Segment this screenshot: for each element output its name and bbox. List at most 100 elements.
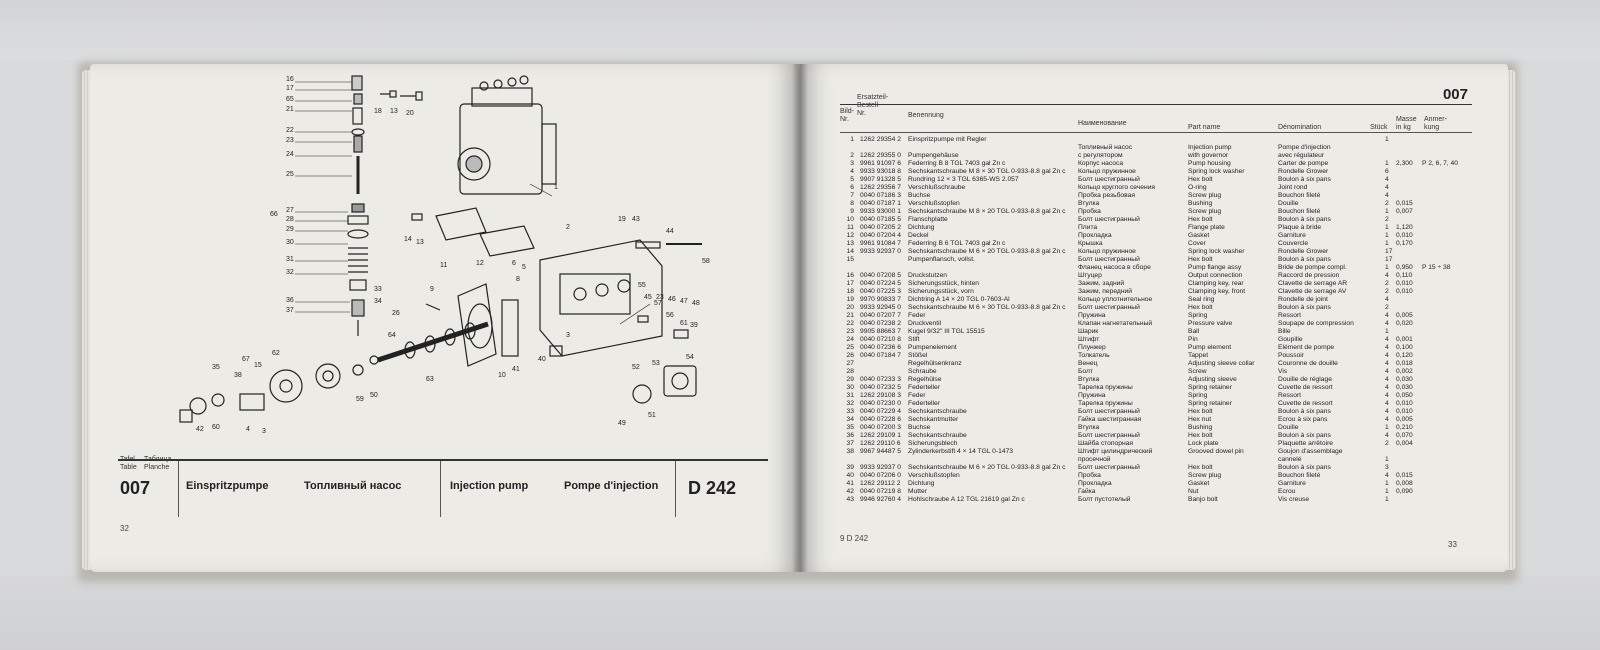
cell-fr: Soupape de compression <box>1278 320 1354 327</box>
cell-ru: Кольцо пружинное <box>1078 168 1136 175</box>
cell-en: O-ring <box>1188 184 1207 191</box>
cell-ben: Verschlußschraube <box>908 184 966 191</box>
cell-part: 1262 29110 6 <box>860 440 901 447</box>
cell-qty: 3 <box>1385 464 1389 471</box>
cell-nr: 33 <box>846 408 854 415</box>
cell-qty: 2 <box>1385 216 1389 223</box>
divider <box>178 461 179 517</box>
cell-en: Hex bolt <box>1188 256 1213 263</box>
table-number: 007 <box>120 478 151 498</box>
cell-fr: Rondelle de joint <box>1278 296 1328 303</box>
cell-ru: Болт шестигранный <box>1078 304 1140 311</box>
cell-part: 0040 07200 3 <box>860 424 901 431</box>
cell-ru: Шайба стопорная <box>1078 440 1133 447</box>
title-fr: Pompe d'injection <box>564 480 659 492</box>
callout-36: 36 <box>286 297 294 304</box>
cell-ben: Federring B 8 TGL 7403 gal Zn c <box>908 160 1006 167</box>
cell-qty: 4 <box>1385 400 1389 407</box>
cell-ben: Hohlschraube A 12 TGL 21619 gal Zn c <box>908 496 1025 503</box>
cell-mass: 0,100 <box>1396 344 1413 351</box>
callout-2: 2 <box>566 224 570 231</box>
cell-ben: Dichtung <box>908 480 935 487</box>
cell-fr: Bouchon fileté <box>1278 208 1321 215</box>
title-en: Injection pump <box>450 480 529 492</box>
callout-38: 38 <box>234 372 242 379</box>
title-de: Einspritzpumpe <box>186 480 269 492</box>
callout-40: 40 <box>538 356 546 363</box>
cell-ben: Pumpenflansch, vollst. <box>908 256 975 263</box>
cell-nr: 4 <box>850 168 854 175</box>
header-rule-bottom <box>840 132 1472 133</box>
cell-part: 0040 07185 5 <box>860 216 901 223</box>
cell-qty: 4 <box>1385 384 1389 391</box>
cell-part: 9970 90833 7 <box>860 296 901 303</box>
cell-ru: Венец <box>1078 360 1098 367</box>
cell-ru: Болт шестигранный <box>1078 408 1140 415</box>
cell-part: 0040 07186 3 <box>860 192 901 199</box>
cell-ru: Пробка <box>1078 472 1101 479</box>
cell-en: Hex bolt <box>1188 216 1213 223</box>
cell-nr: 21 <box>846 312 854 319</box>
cell-qty: 17 <box>1385 256 1393 263</box>
cell-ru: Пружина <box>1078 312 1106 319</box>
cell-en: Hex bolt <box>1188 176 1213 183</box>
cell-ru: Втулка <box>1078 424 1100 431</box>
cell-ru: Штифт цилиндрический <box>1078 448 1153 455</box>
header-ru: Наименование <box>1078 120 1127 127</box>
cell-nr: 32 <box>846 400 854 407</box>
cell-fr: Couronne de douille <box>1278 360 1338 367</box>
cell-ru: Пробка резьбовая <box>1078 192 1135 199</box>
cell-ru: Плита <box>1078 224 1098 231</box>
callout-64: 64 <box>388 332 396 339</box>
cell-nr: 5 <box>850 176 854 183</box>
cell-qty: 1 <box>1385 488 1389 495</box>
callout-66: 66 <box>270 211 278 218</box>
cell-fr: Goupille <box>1278 336 1303 343</box>
cell-mass: 0,001 <box>1396 336 1413 343</box>
divider <box>675 461 676 517</box>
cell-ru: с регулятором <box>1078 152 1123 159</box>
cell-part: 9933 93000 1 <box>860 208 901 215</box>
page-number-left: 32 <box>120 524 129 533</box>
cell-nr: 11 <box>847 224 854 231</box>
callout-39: 39 <box>690 322 698 329</box>
cell-en: Pressure valve <box>1188 320 1233 327</box>
callout-54: 54 <box>686 354 694 361</box>
cell-fr: Rondelle Grower <box>1278 168 1329 175</box>
cell-part: 0040 07238 2 <box>860 320 901 327</box>
cell-ben: Regelhülse <box>908 376 942 383</box>
cell-ru: Болт <box>1078 368 1093 375</box>
callout-22: 22 <box>286 127 294 134</box>
cell-qty: 4 <box>1385 344 1389 351</box>
cell-part: 0040 07205 2 <box>860 224 901 231</box>
callout-23: 23 <box>286 137 294 144</box>
cell-en: Grooved dowel pin <box>1188 448 1244 455</box>
label-table: Table <box>120 464 137 471</box>
cell-part: 9946 92760 4 <box>860 496 901 503</box>
cell-qty: 2 <box>1385 280 1389 287</box>
cell-en: Adjusting sleeve collar <box>1188 360 1255 367</box>
cell-qty: 4 <box>1385 392 1389 399</box>
cell-note: P 2, 6, 7, 40 <box>1422 160 1458 167</box>
cell-en: Ball <box>1188 328 1200 335</box>
cell-qty: 2 <box>1385 304 1389 311</box>
cell-ru: Прокладка <box>1078 480 1112 487</box>
cell-mass: 1,120 <box>1396 224 1413 231</box>
cell-nr: 22 <box>846 320 854 327</box>
cell-fr: Joint rond <box>1278 184 1308 191</box>
cell-part: 0040 07236 6 <box>860 344 901 351</box>
cell-nr: 38 <box>846 448 854 455</box>
cell-mass: 0,020 <box>1396 320 1413 327</box>
callout-33: 33 <box>374 286 382 293</box>
cell-en: Adjusting sleeve <box>1188 376 1237 383</box>
cell-qty: 1 <box>1385 208 1389 215</box>
